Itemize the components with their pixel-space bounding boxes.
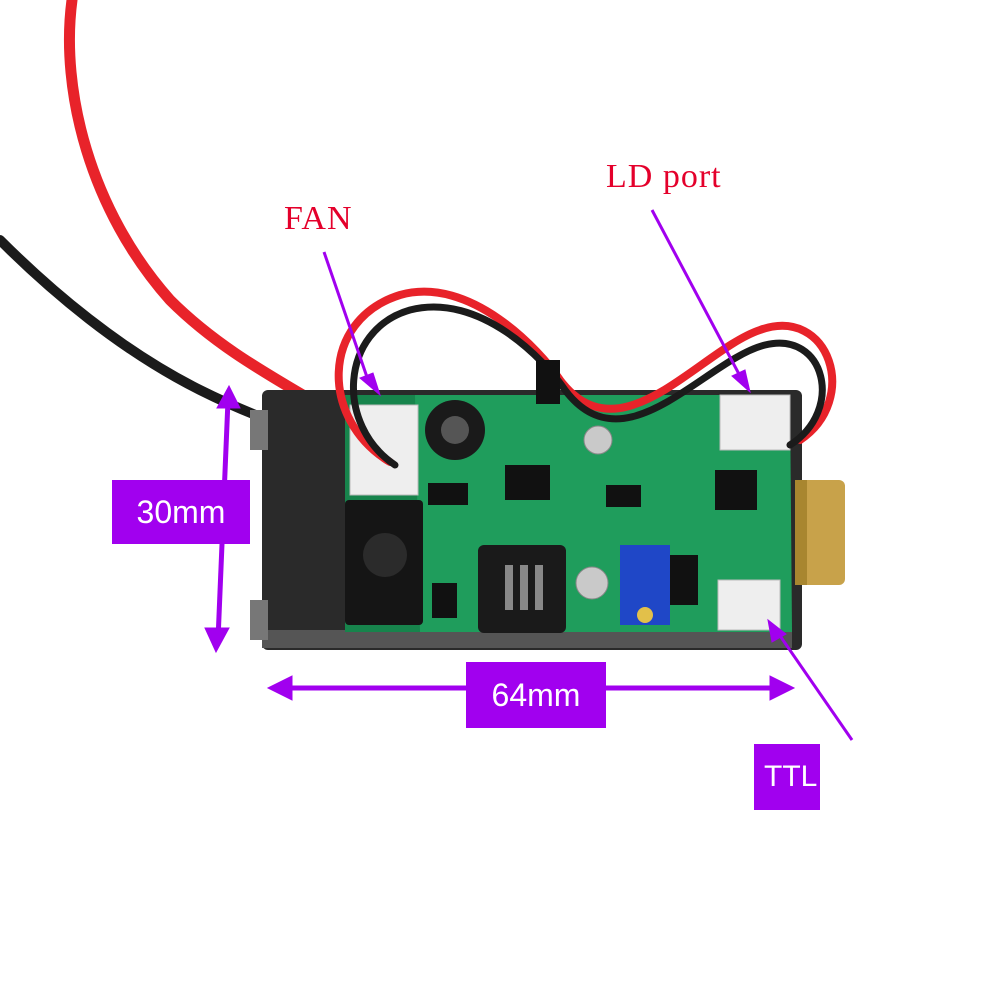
fan-arrowhead (359, 372, 382, 397)
inductor-mark-1 (505, 565, 513, 610)
cable-tie (536, 360, 560, 404)
diode (428, 483, 468, 505)
mounting-screw-bottom (250, 600, 268, 640)
ttl-connector (717, 579, 781, 631)
ld-port-arrowhead (731, 369, 751, 394)
resistor-package (666, 555, 698, 605)
ttl-arrowhead (767, 618, 787, 643)
height-arrow-top (216, 384, 241, 409)
laser-module-shadow (795, 480, 807, 585)
ttl-label: TTL (754, 744, 820, 810)
ic-chip-1 (505, 465, 550, 500)
ld-port-connector (719, 394, 791, 451)
ld-port-arrow (650, 209, 742, 377)
ld-port-label: LD port (606, 158, 722, 195)
fan-arrow (322, 251, 370, 381)
capacitor-top (441, 416, 469, 444)
fan-label: FAN (284, 200, 353, 237)
diode-2 (432, 583, 457, 618)
laser-module (795, 480, 845, 585)
inductor-mark-2 (520, 565, 528, 610)
screw-bottom (575, 566, 609, 600)
width-dimension-label: 64mm (466, 662, 606, 728)
pot-screw (637, 607, 653, 623)
height-arrow-bottom (204, 627, 230, 654)
ic-chip-2 (715, 470, 757, 510)
fan-connector (349, 404, 419, 496)
width-arrow-left (266, 675, 293, 701)
mounting-screw-top (250, 410, 268, 450)
heatsink-base (262, 630, 792, 648)
height-dimension-label: 30mm (112, 480, 250, 544)
barrel-jack-opening (363, 533, 407, 577)
ld-black-wire (350, 303, 826, 469)
inductor-mark-3 (535, 565, 543, 610)
ttl-arrow (774, 629, 854, 741)
transistor (606, 485, 641, 507)
width-arrow-right (769, 675, 796, 701)
screw-top (583, 425, 613, 455)
